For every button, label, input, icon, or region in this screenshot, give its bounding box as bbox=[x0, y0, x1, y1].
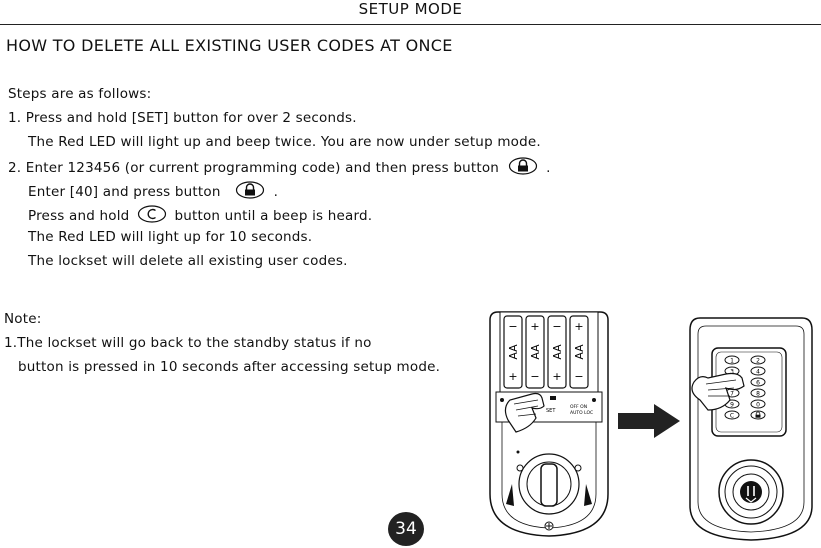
battery-label: AA bbox=[507, 344, 520, 360]
keypad-key: 7 bbox=[730, 391, 734, 398]
keypad-key: 9 bbox=[730, 402, 734, 409]
note-line-2: button is pressed in 10 seconds after ac… bbox=[18, 359, 441, 375]
battery-2: + − AA bbox=[525, 315, 545, 389]
battery-label: AA bbox=[551, 344, 564, 360]
note-label: Note: bbox=[4, 311, 42, 327]
step-2-led: The Red LED will light up for 10 seconds… bbox=[28, 229, 313, 245]
page-number: 34 bbox=[388, 512, 424, 546]
step-2-until-beep: button until a beep is heard. bbox=[174, 208, 373, 224]
svg-text:−: − bbox=[574, 370, 583, 383]
step-2-enter-40: Enter [40] and press button bbox=[28, 184, 221, 200]
lock-key-icon bbox=[750, 410, 766, 420]
step-2-end: . bbox=[546, 160, 551, 176]
steps-intro: Steps are as follows: bbox=[8, 86, 152, 102]
keypad-key: C bbox=[730, 413, 734, 420]
header-title: SETUP MODE bbox=[358, 0, 463, 18]
keypad-key: 8 bbox=[756, 391, 760, 398]
step-2-line-1: 2. Enter 123456 (or current programming … bbox=[8, 157, 551, 179]
switch-label-2: AUTO LOC bbox=[570, 410, 593, 416]
svg-text:−: − bbox=[530, 370, 539, 383]
svg-text:+: + bbox=[530, 320, 539, 333]
svg-text:+: + bbox=[574, 320, 583, 333]
keypad-lock-illustration: 1 2 3 4 5 6 7 8 9 0 C bbox=[689, 317, 813, 541]
step-2-text: 2. Enter 123456 (or current programming … bbox=[8, 160, 500, 176]
keypad-key: 2 bbox=[756, 358, 760, 365]
svg-text:+: + bbox=[508, 370, 517, 383]
step-2-press-hold: Press and hold bbox=[28, 208, 130, 224]
keypad: 1 2 3 4 5 6 7 8 9 0 C bbox=[724, 355, 766, 420]
step-2-line-2: Enter [40] and press button . bbox=[28, 181, 278, 203]
keypad-key: 0 bbox=[756, 402, 760, 409]
battery-3: − + AA bbox=[547, 315, 567, 389]
note-line-1: 1.The lockset will go back to the standb… bbox=[4, 335, 372, 351]
lock-button-icon bbox=[235, 181, 265, 203]
set-label: SET bbox=[546, 408, 556, 414]
keypad-key: 1 bbox=[730, 358, 734, 365]
battery-label: AA bbox=[529, 344, 542, 360]
keypad-key: 6 bbox=[756, 380, 760, 387]
keypad-key: 4 bbox=[756, 369, 760, 376]
section-title: HOW TO DELETE ALL EXISTING USER CODES AT… bbox=[6, 36, 453, 55]
switch-label-1: OFF ON bbox=[570, 404, 587, 410]
lock-button-icon bbox=[508, 157, 538, 179]
step-2-delete: The lockset will delete all existing use… bbox=[28, 253, 348, 269]
svg-text:−: − bbox=[508, 320, 517, 333]
right-arrow-icon bbox=[618, 404, 680, 438]
step-1-detail: The Red LED will light up and beep twice… bbox=[28, 134, 541, 150]
battery-1: − + AA bbox=[503, 315, 523, 389]
lock-interior-illustration: − + AA + − AA − + AA + − AA SET OFF ON A… bbox=[489, 311, 609, 537]
battery-4: + − AA bbox=[569, 315, 589, 389]
page-header: SETUP MODE bbox=[0, 0, 821, 25]
battery-label: AA bbox=[573, 344, 586, 360]
keypad-key: 3 bbox=[730, 369, 734, 376]
svg-text:−: − bbox=[552, 320, 561, 333]
step-1-text: 1. Press and hold [SET] button for over … bbox=[8, 110, 357, 126]
step-2-line-2-end: . bbox=[273, 184, 279, 200]
svg-text:+: + bbox=[552, 370, 561, 383]
step-2-line-3: Press and hold button until a beep is he… bbox=[28, 205, 372, 227]
c-button-icon bbox=[137, 205, 167, 227]
